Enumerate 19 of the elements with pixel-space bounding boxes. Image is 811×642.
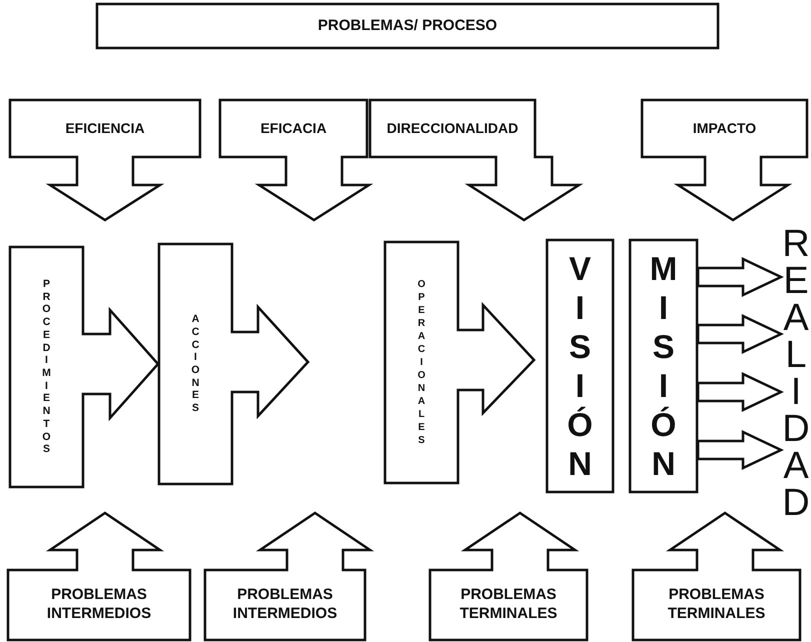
callout-label: EFICIENCIA bbox=[65, 120, 145, 138]
callout-label: PROBLEMAS INTERMEDIOS bbox=[46, 586, 152, 624]
callout-label: EFICACIA bbox=[260, 120, 327, 138]
callout-label: PROBLEMAS TERMINALES bbox=[458, 586, 558, 624]
callout-label: PROBLEMAS INTERMEDIOS bbox=[232, 586, 338, 624]
vertical-label: VISIÓN bbox=[566, 249, 594, 483]
title-text: PROBLEMAS/ PROCESO bbox=[318, 16, 498, 36]
vertical-label: MISIÓN bbox=[648, 249, 678, 483]
block-arrow bbox=[696, 314, 784, 354]
callout-label: PROBLEMAS TERMINALES bbox=[666, 586, 766, 624]
block-arrow bbox=[696, 372, 784, 412]
vertical-label: REALIDAD bbox=[781, 226, 811, 522]
vertical-label: OPERACIONALES bbox=[416, 278, 426, 447]
callout-label: IMPACTO bbox=[692, 120, 756, 138]
vertical-label: ACCIONES bbox=[190, 313, 201, 415]
block-arrow bbox=[696, 430, 784, 470]
vertical-label: PROCEDIMIENTOS bbox=[41, 278, 52, 456]
block-arrow bbox=[696, 257, 784, 297]
callout-label: DIRECCIONALIDAD bbox=[386, 120, 518, 138]
